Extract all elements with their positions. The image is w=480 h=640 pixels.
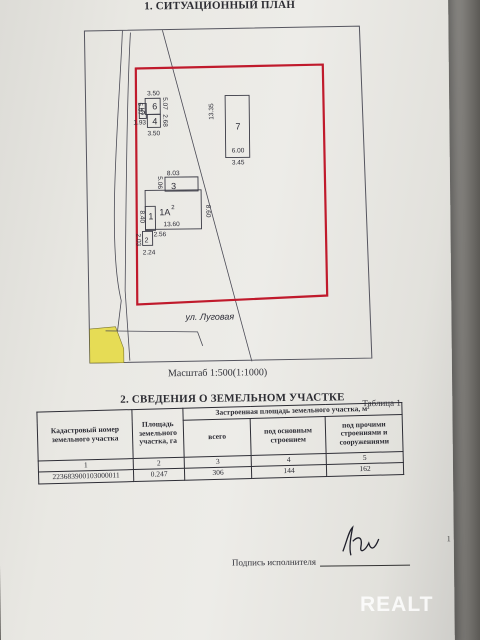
dim-b1a-right: 8.60 — [204, 205, 211, 218]
dim-b6-top: 3.50 — [147, 90, 160, 97]
label-b2: 2 — [145, 237, 149, 244]
realt-watermark: REALT — [360, 593, 434, 616]
cell-total: 306 — [184, 466, 252, 481]
dim-b2-bottom: 2.24 — [143, 249, 156, 256]
page-marker: 1 — [446, 534, 451, 544]
building-3 — [164, 176, 199, 192]
dim-b4-bottom: 3.50 — [147, 130, 160, 137]
cell-main: 144 — [251, 464, 327, 479]
map-frame — [83, 25, 373, 364]
scale-label: Масштаб 1:500(1:1000) — [167, 367, 268, 380]
dim-b6-left: 5.07 — [136, 102, 143, 115]
dim-b6-right: 5.07 — [161, 97, 168, 110]
handwritten-signature — [342, 525, 380, 556]
building-2 — [142, 230, 154, 246]
dim-b4-right: 2.68 — [161, 114, 168, 127]
label-b6: 6 — [152, 101, 157, 111]
label-b4: 4 — [152, 116, 157, 126]
building-7 — [224, 94, 251, 159]
header-cadastral: Кадастровый номер земельного участка — [36, 409, 134, 461]
header-area: Площадь земельного участка, га — [131, 408, 185, 459]
label-b7: 7 — [235, 121, 240, 131]
label-b5: 5 — [140, 106, 145, 116]
label-b1a-sup: 2 — [171, 205, 175, 211]
dim-b1a-bottom: 13.60 — [163, 221, 180, 228]
dim-b3-side: 5.06 — [156, 176, 163, 189]
label-b3: 3 — [171, 181, 176, 191]
header-other: под прочими строениями и сооружениями — [325, 414, 404, 454]
dim-b7-bottom: 6.00 — [232, 147, 245, 154]
dim-b2-left: 2.03 — [135, 233, 142, 246]
header-total: всего — [183, 418, 252, 457]
dim-b4-left: 1.93 — [133, 119, 146, 126]
signature-line — [320, 564, 411, 567]
situation-plan: 6 5 4 7 3 1А 2 1 2 3.50 5.07 5.07 1.93 2… — [83, 25, 373, 364]
cell-cadastral: 223683900103000011 — [38, 469, 134, 484]
highlight-area — [89, 326, 125, 364]
street-label: ул. Луговая — [184, 312, 234, 323]
label-b1a: 1А — [159, 207, 170, 217]
document-page: 1. СИТУАЦИОННЫЙ ПЛАН — [0, 0, 455, 640]
dim-b7-base: 3.45 — [232, 159, 245, 166]
label-b1: 1 — [148, 211, 153, 221]
parcel-boundary — [134, 63, 329, 306]
cell-area: 0.247 — [133, 468, 185, 482]
dim-b2-top: 2.56 — [154, 231, 167, 238]
signature-label: Подпись исполнителя — [231, 556, 317, 568]
dim-b1a-left: 8.40 — [138, 210, 145, 223]
land-info-table: Кадастровый номер земельного участка Пло… — [36, 402, 404, 484]
dim-b3-top: 8.03 — [167, 170, 180, 177]
dim-b7-side: 13.35 — [208, 103, 215, 120]
building-4 — [146, 113, 161, 128]
header-main: под основным строением — [250, 416, 327, 456]
building-5 — [138, 102, 147, 119]
map-lines — [105, 30, 253, 362]
buildings — [138, 94, 251, 246]
cell-other: 162 — [326, 462, 404, 477]
building-1 — [144, 205, 156, 231]
